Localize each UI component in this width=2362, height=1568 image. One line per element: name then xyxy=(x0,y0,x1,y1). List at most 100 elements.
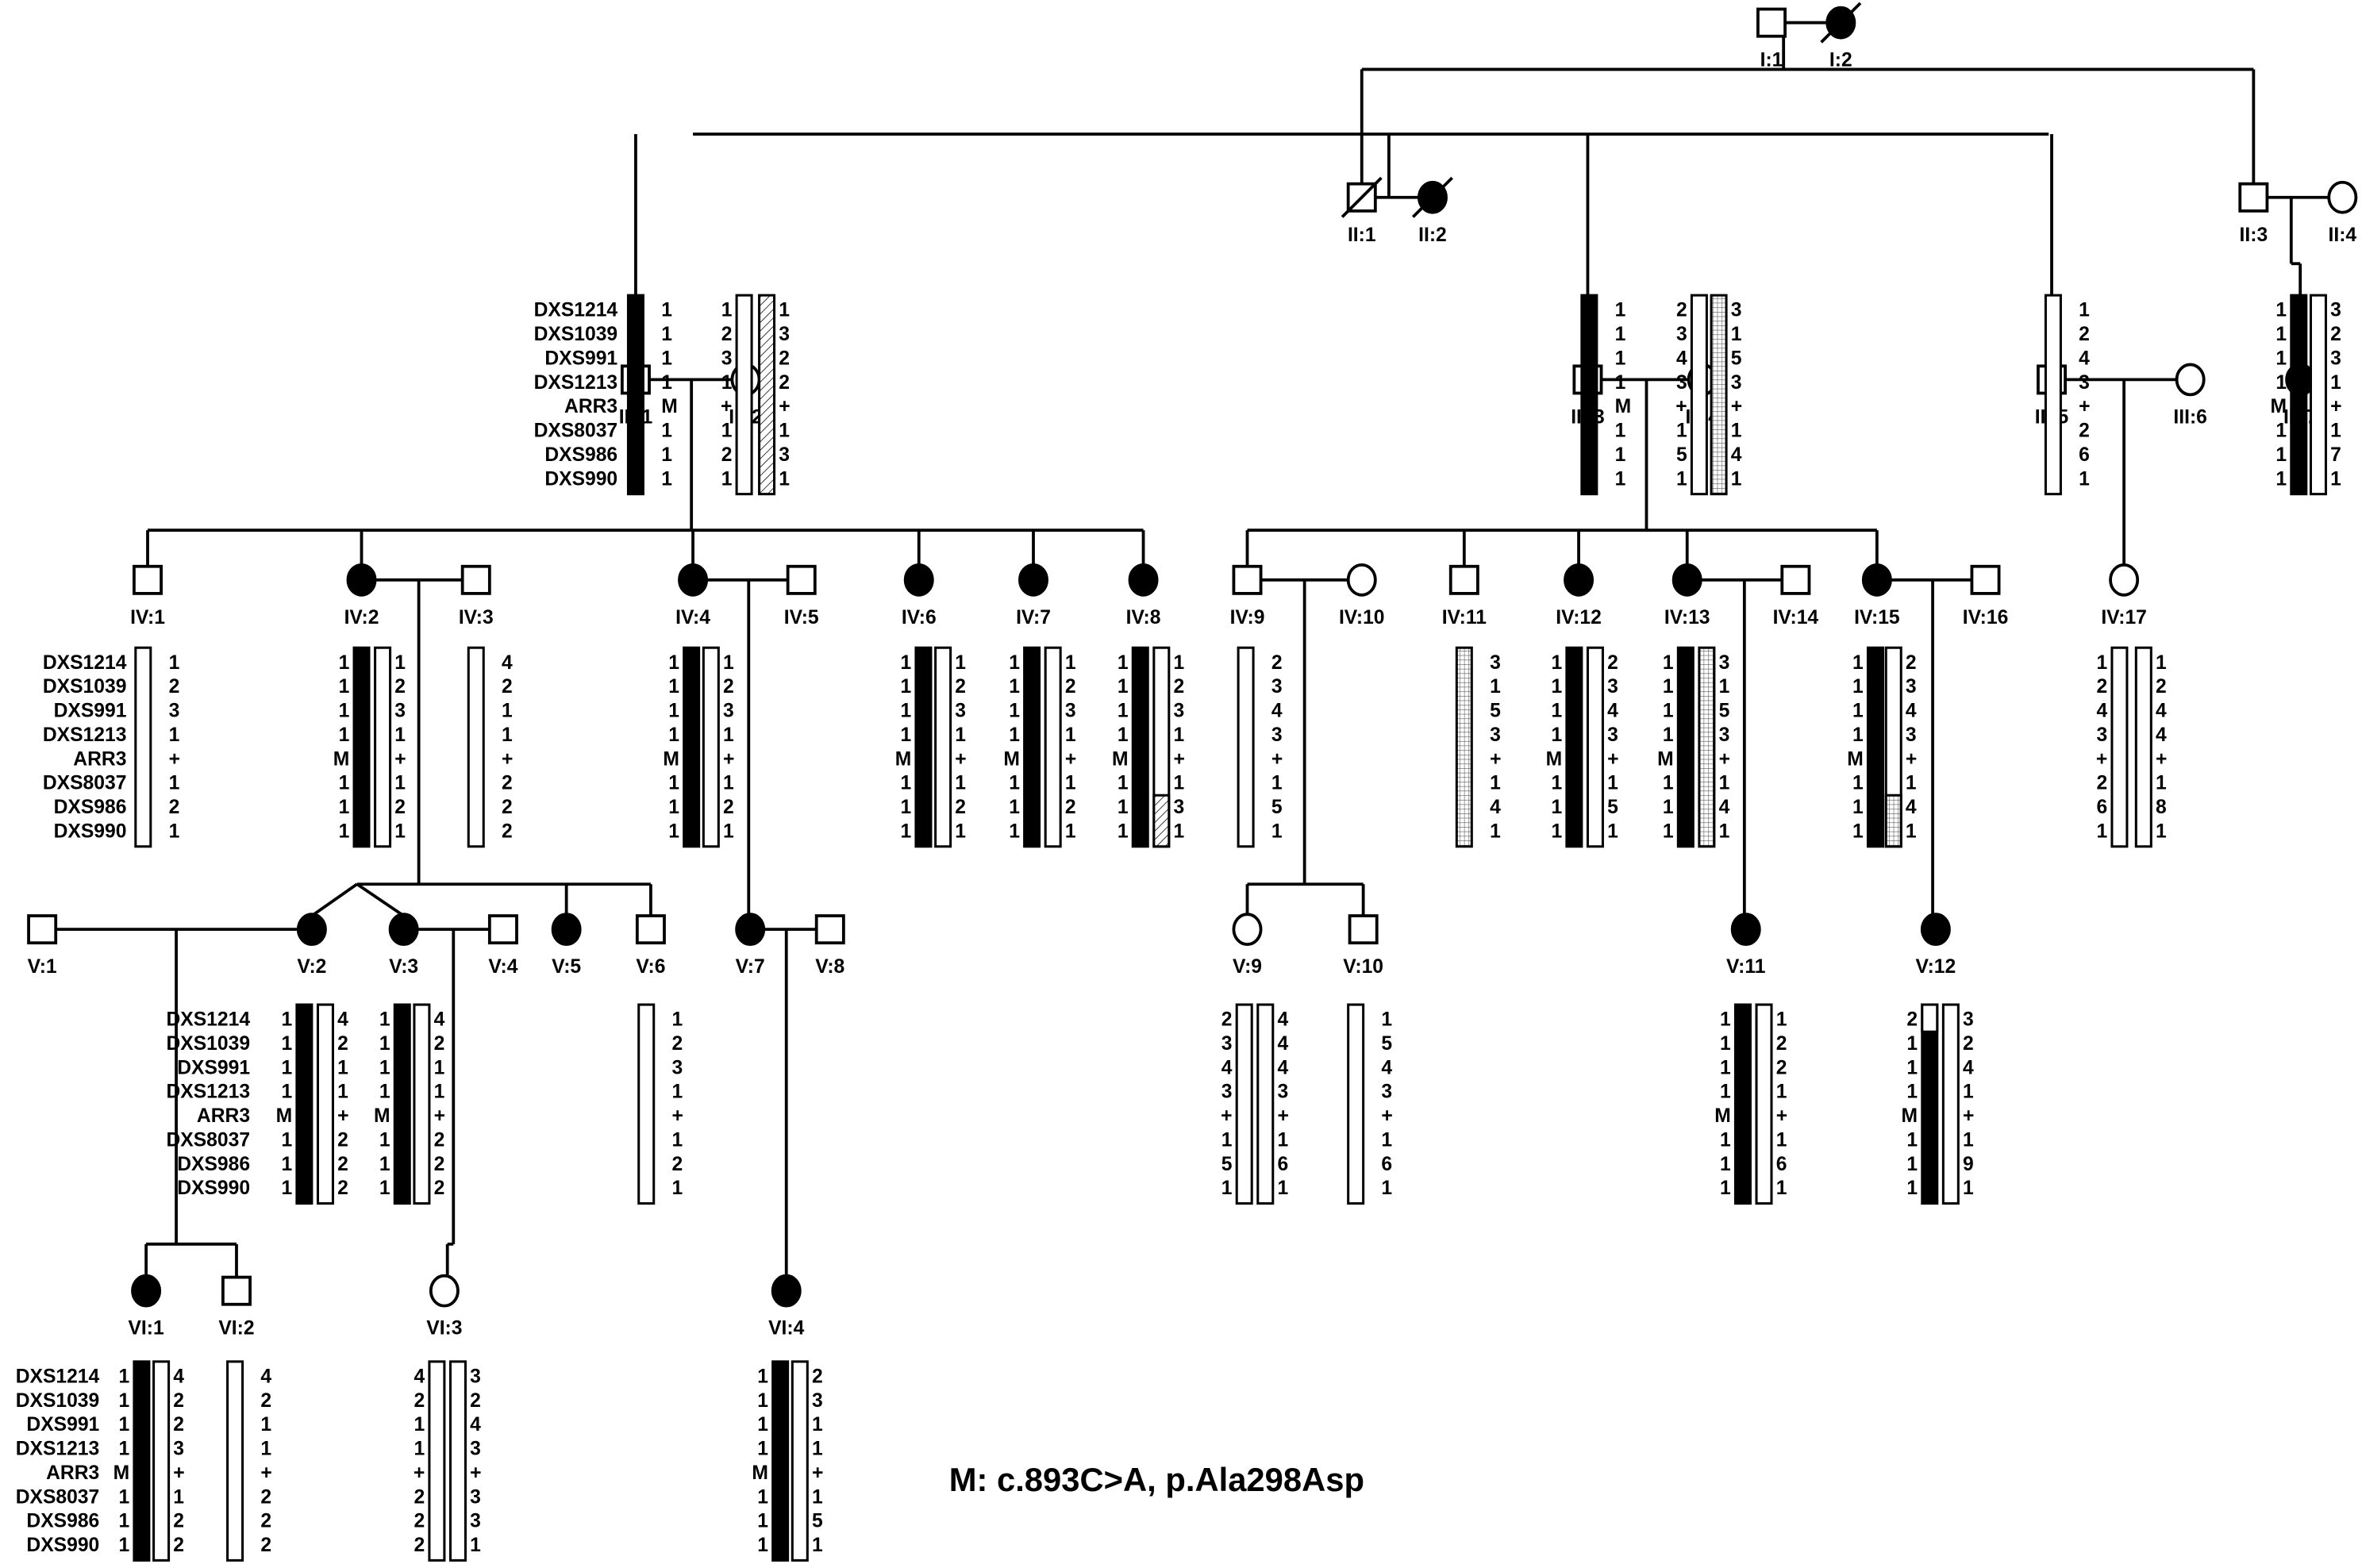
allele-value: 5 xyxy=(1719,701,1730,722)
individual-IV-11[interactable]: IV:11 xyxy=(1442,564,1487,628)
individual-III-6[interactable]: III:6 xyxy=(2173,363,2207,428)
female-symbol xyxy=(1920,913,1951,947)
allele-value: 3 xyxy=(2097,724,2108,746)
allele-value: 3 xyxy=(470,1366,481,1387)
haplotype-bar xyxy=(1698,646,1716,848)
allele-value: 1 xyxy=(661,324,672,345)
allele-value: 2 xyxy=(2097,676,2108,698)
individual-IV-15[interactable]: IV:15 xyxy=(1854,563,1900,628)
allele-value: 1 xyxy=(1906,1178,1918,1199)
allele-value: 2 xyxy=(434,1178,445,1199)
allele-value: 4 xyxy=(1963,1057,1974,1078)
individual-IV-1[interactable]: IV:1 xyxy=(130,564,165,628)
individual-IV-17[interactable]: IV:17 xyxy=(2101,563,2147,628)
individual-V-6[interactable]: V:6 xyxy=(635,914,666,978)
allele-value: 1 xyxy=(1615,348,1626,369)
individual-I-2[interactable]: I:2 xyxy=(1820,2,1862,71)
allele-value: M xyxy=(113,1462,130,1484)
allele-value: 1 xyxy=(1551,676,1562,698)
haplotype-bar xyxy=(1455,646,1473,848)
allele-value: M xyxy=(752,1462,768,1484)
individual-V-9[interactable]: V:9 xyxy=(1232,913,1263,978)
allele-value: 1 xyxy=(671,1178,683,1199)
allele-value: 3 xyxy=(1906,676,1917,698)
haplotype-bar xyxy=(1866,646,1884,848)
individual-V-1[interactable]: V:1 xyxy=(27,914,58,978)
allele-value: 3 xyxy=(1676,324,1687,345)
allele-value: 1 xyxy=(1731,324,1742,345)
individual-V-11[interactable]: V:11 xyxy=(1726,913,1766,978)
allele-value: 2 xyxy=(1906,1009,1918,1031)
individual-V-2[interactable]: V:2 xyxy=(296,913,327,978)
allele-value: 1 xyxy=(2275,444,2287,466)
male-symbol xyxy=(27,914,58,945)
allele-value: 1 xyxy=(2156,652,2167,674)
allele-value: 2 xyxy=(779,372,790,394)
allele-value: 1 xyxy=(281,1033,292,1055)
individual-IV-8[interactable]: IV:8 xyxy=(1126,563,1161,628)
allele-value: 1 xyxy=(1221,1129,1233,1151)
individual-V-3[interactable]: V:3 xyxy=(388,913,419,978)
individual-V-10[interactable]: V:10 xyxy=(1343,914,1383,978)
allele-value: 1 xyxy=(1720,1057,1731,1078)
individual-II-1[interactable]: II:1 xyxy=(1341,176,1383,246)
allele-value: 1 xyxy=(1118,724,1129,746)
individual-VI-1[interactable]: VI:1 xyxy=(128,1274,164,1339)
individual-V-4[interactable]: V:4 xyxy=(487,914,518,978)
allele-value: 4 xyxy=(1607,701,1618,722)
individual-IV-12[interactable]: IV:12 xyxy=(1556,563,1602,628)
marker-label: DXS991 xyxy=(54,701,127,722)
allele-value: 1 xyxy=(757,1486,768,1508)
allele-value: 3 xyxy=(1719,652,1730,674)
individual-IV-16[interactable]: IV:16 xyxy=(1963,564,2009,628)
allele-value: 1 xyxy=(779,468,790,490)
individual-IV-2[interactable]: IV:2 xyxy=(344,563,379,628)
individual-IV-5[interactable]: IV:5 xyxy=(784,564,819,628)
allele-value: 2 xyxy=(414,1511,425,1532)
individual-V-12[interactable]: V:12 xyxy=(1916,913,1956,978)
individual-V-5[interactable]: V:5 xyxy=(551,913,582,978)
individual-IV-6[interactable]: IV:6 xyxy=(902,563,937,628)
individual-IV-10[interactable]: IV:10 xyxy=(1339,563,1385,628)
allele-value: 1 xyxy=(1118,773,1129,794)
allele-value: 1 xyxy=(1615,300,1626,321)
marker-label: DXS990 xyxy=(544,468,617,490)
allele-value: 9 xyxy=(1963,1154,1974,1175)
allele-value: 5 xyxy=(1731,348,1742,369)
allele-value: 2 xyxy=(1271,652,1283,674)
allele-value: 3 xyxy=(779,444,790,466)
allele-value: 1 xyxy=(119,1511,130,1532)
allele-value: 1 xyxy=(723,773,734,794)
haplotype-bar xyxy=(1347,1003,1365,1205)
individual-IV-14[interactable]: IV:14 xyxy=(1773,564,1819,628)
allele-value: 1 xyxy=(1852,821,1864,842)
individual-VI-3[interactable]: VI:3 xyxy=(426,1274,463,1339)
allele-value: 1 xyxy=(379,1033,390,1055)
individual-IV-3[interactable]: IV:3 xyxy=(459,564,494,628)
allele-value: 1 xyxy=(1852,676,1864,698)
allele-value: 1 xyxy=(2275,372,2287,394)
individual-label: IV:10 xyxy=(1339,607,1385,628)
individual-V-7[interactable]: V:7 xyxy=(735,913,766,978)
individual-VI-2[interactable]: VI:2 xyxy=(218,1275,255,1339)
individual-I-1[interactable]: I:1 xyxy=(1756,7,1787,71)
haplotype-bar xyxy=(2290,294,2308,496)
individual-IV-13[interactable]: IV:13 xyxy=(1664,563,1710,628)
individual-IV-7[interactable]: IV:7 xyxy=(1016,563,1051,628)
individual-IV-4[interactable]: IV:4 xyxy=(675,563,710,628)
allele-value: 2 xyxy=(169,676,180,698)
individual-VI-4[interactable]: VI:4 xyxy=(768,1274,805,1339)
allele-value: + xyxy=(169,748,180,770)
allele-value: 1 xyxy=(1615,421,1626,442)
individual-II-4[interactable]: II:4 xyxy=(2327,180,2358,246)
individual-label: II:3 xyxy=(2240,225,2268,246)
individual-IV-9[interactable]: IV:9 xyxy=(1230,564,1265,628)
individual-II-3[interactable]: II:3 xyxy=(2238,182,2269,246)
individual-II-2[interactable]: II:2 xyxy=(1411,176,1453,246)
allele-value: 5 xyxy=(812,1511,823,1532)
individual-V-8[interactable]: V:8 xyxy=(814,914,845,978)
allele-value: 1 xyxy=(1009,773,1020,794)
